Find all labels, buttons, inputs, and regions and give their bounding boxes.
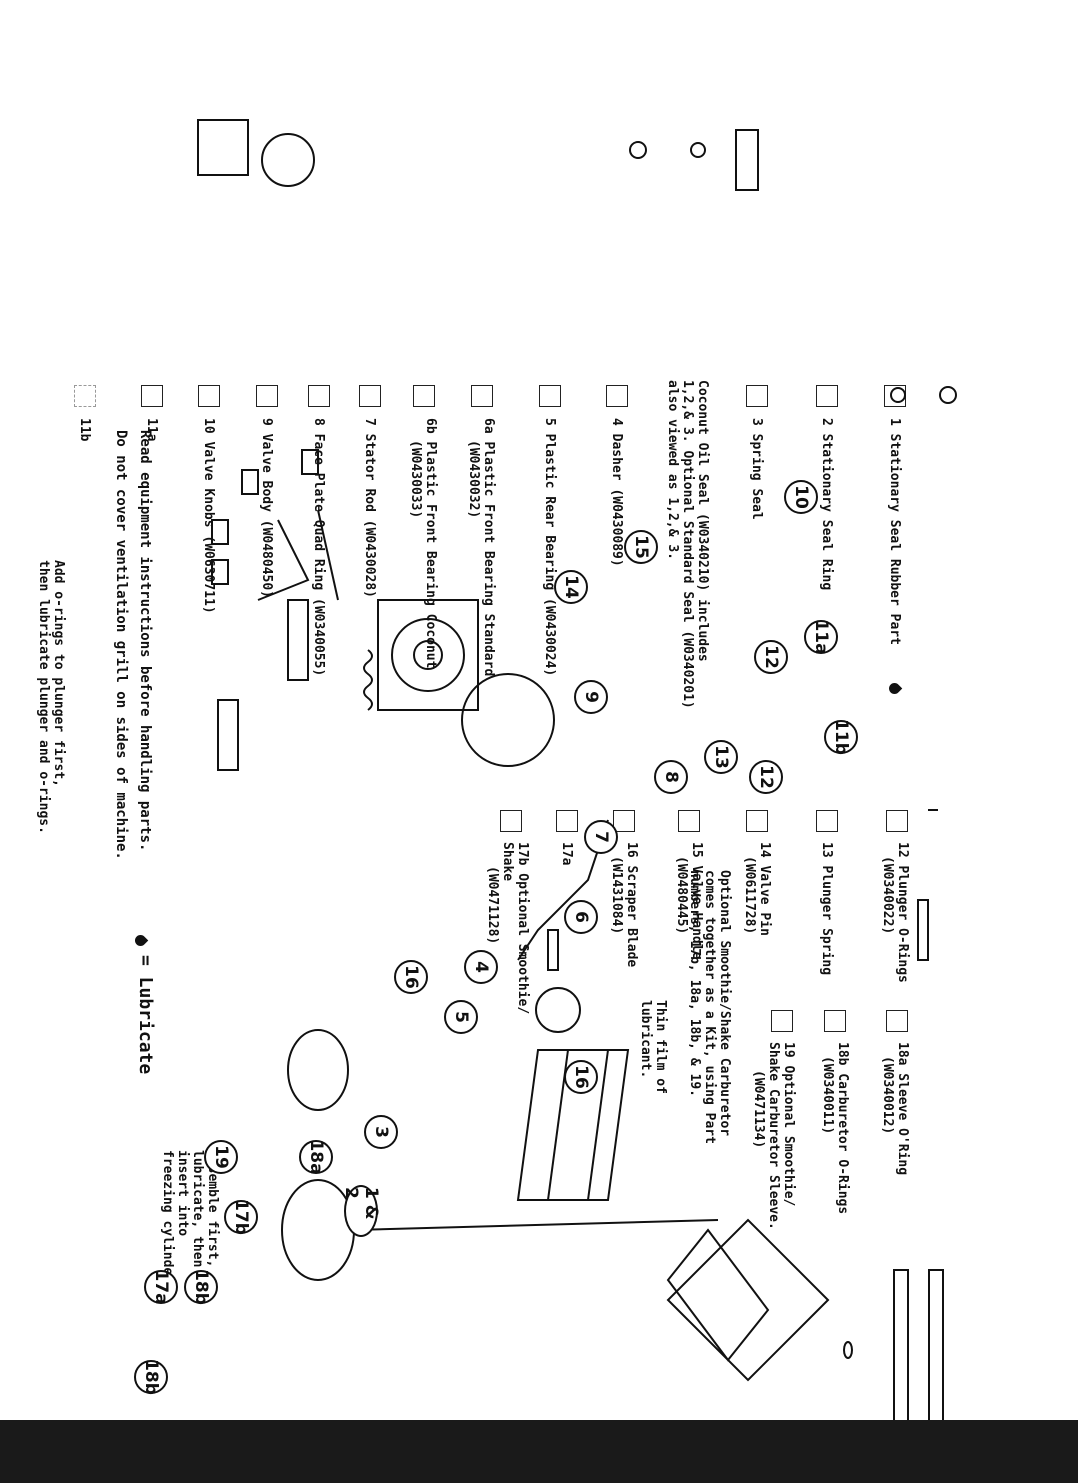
valve-handle-shape [257,519,310,601]
quad-ring-shape [461,673,555,767]
callout-7: 7 [584,820,618,854]
callout-18b-top: 18b [134,1359,168,1395]
callout-11b: 11b [824,719,858,755]
callout-19: 19 [204,1140,238,1174]
sleeve-17a [893,1269,909,1420]
plunger-spring-shape [363,649,373,711]
callout-4: 4 [464,950,498,984]
seal-ring-2 [287,1029,349,1111]
callout-6: 6 [564,900,598,934]
valve-body-shape [377,599,479,711]
callout-9: 9 [574,680,608,714]
callout-12-lower: 12 [754,640,788,674]
thumb-seal-rubber [939,386,957,404]
callout-18b: 18b [184,1269,218,1305]
callout-17a: 17a [144,1269,178,1305]
rotated-sheet: Do not cover ventilation grill on sides … [36,119,957,1420]
callout-1-and-2: 1 & 2 [341,1185,381,1237]
callout-17b: 17b [224,1199,258,1235]
exploded-parts-diagram [197,119,957,1420]
callout-16-left: 16 [394,960,428,994]
callout-5: 5 [444,1000,478,1034]
callout-15: 15 [624,530,658,564]
dasher-end [535,987,581,1033]
callout-12-upper: 12 [749,760,783,794]
sleeve-17b [928,1269,944,1420]
callout-18a: 18a [299,1139,333,1175]
callout-16-right: 16 [564,1060,598,1094]
callout-11a: 11a [804,619,838,655]
footer-bar [0,1420,1078,1483]
callout-14: 14 [554,570,588,604]
callout-10: 10 [784,480,818,514]
plunger-11b-shape [217,699,239,771]
callout-8: 8 [654,760,688,794]
valve-pin-shape [317,509,339,601]
callout-13: 13 [704,740,738,774]
thumb-dasher [735,129,759,191]
plunger-11a-shape [287,599,309,681]
callout-3: 3 [364,1115,398,1149]
carburetor-body-shape [666,1218,830,1382]
